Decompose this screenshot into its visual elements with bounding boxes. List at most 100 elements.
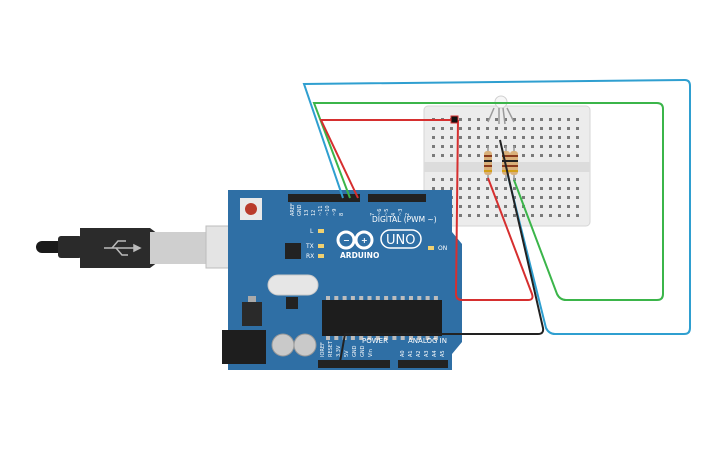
voltage-regulator: [242, 302, 262, 326]
breadboard-hole: [459, 187, 462, 190]
breadboard-hole: [567, 154, 570, 157]
chip-pin: [433, 336, 438, 340]
wire-black[interactable]: [339, 139, 545, 363]
chip-pin: [367, 336, 372, 340]
breadboard-hole: [459, 214, 462, 217]
chip-pin: [384, 336, 389, 340]
chip-pin: [392, 336, 397, 340]
breadboard-hole: [540, 196, 543, 199]
header-analog[interactable]: [398, 360, 448, 368]
chip-pin: [326, 336, 330, 340]
breadboard-hole: [567, 118, 570, 121]
breadboard-hole: [477, 127, 480, 130]
breadboard-hole: [576, 178, 579, 181]
breadboard-hole: [495, 196, 498, 199]
breadboard-hole: [576, 145, 579, 148]
breadboard-hole: [513, 187, 516, 190]
breadboard-hole: [576, 154, 579, 157]
breadboard-hole: [450, 136, 453, 139]
header-top-left[interactable]: [288, 194, 360, 202]
power-jack[interactable]: [222, 330, 266, 364]
breadboard-hole: [558, 136, 561, 139]
breadboard-hole: [522, 196, 525, 199]
chip-pin: [375, 336, 380, 340]
arduino-logo-icon: [336, 230, 374, 250]
breadboard-hole: [567, 196, 570, 199]
breadboard-hole: [549, 196, 552, 199]
svg-text:+: +: [361, 236, 368, 245]
chip-small: [285, 243, 301, 259]
breadboard-hole: [459, 127, 462, 130]
breadboard-hole: [432, 127, 435, 130]
breadboard-hole: [558, 154, 561, 157]
breadboard-hole: [432, 154, 435, 157]
breadboard-hole: [558, 205, 561, 208]
analog-pin-label: A4: [432, 350, 438, 357]
digital-label: DIGITAL (PWM ~): [372, 215, 437, 224]
resistor-1[interactable]: [484, 146, 492, 180]
wire-blue[interactable]: [302, 78, 691, 335]
breadboard-hole: [441, 178, 444, 181]
resistor-3[interactable]: [510, 146, 518, 180]
header-pin-label: 2: [405, 213, 411, 216]
wire-red-1[interactable]: [319, 119, 452, 199]
breadboard-hole: [576, 214, 579, 217]
header-pin-label: 13: [304, 210, 310, 216]
chip-pin: [342, 296, 347, 300]
chip-pin: [367, 296, 372, 300]
breadboard-hole: [531, 136, 534, 139]
breadboard-hole: [441, 187, 444, 190]
breadboard-hole: [540, 178, 543, 181]
header-pin-label: 4: [391, 213, 397, 216]
breadboard-hole: [540, 118, 543, 121]
breadboard-hole: [567, 205, 570, 208]
breadboard-hole: [549, 178, 552, 181]
breadboard-hole: [576, 196, 579, 199]
breadboard-hole: [477, 118, 480, 121]
header-pin-label: 8: [339, 213, 345, 216]
breadboard-hole: [513, 118, 516, 121]
wire-red-2[interactable]: [454, 119, 534, 301]
header-power[interactable]: [318, 360, 390, 368]
breadboard-hole: [567, 178, 570, 181]
capacitor-2: [293, 333, 317, 357]
breadboard-holes: [432, 118, 579, 217]
breadboard-hole: [468, 118, 471, 121]
breadboard-hole: [468, 205, 471, 208]
breadboard-hole: [531, 127, 534, 130]
board-name: ARDUINO: [340, 251, 379, 260]
breadboard-hole: [540, 214, 543, 217]
breadboard-hole: [522, 154, 525, 157]
breadboard-hole: [558, 178, 561, 181]
breadboard-hole: [522, 136, 525, 139]
breadboard-hole: [468, 145, 471, 148]
breadboard-hole: [549, 154, 552, 157]
header-top-right[interactable]: [368, 194, 426, 202]
breadboard-hole: [477, 145, 480, 148]
power-pin-label: 3.3V: [336, 345, 342, 357]
breadboard-hole: [504, 214, 507, 217]
breadboard-hole: [468, 127, 471, 130]
breadboard-hole: [486, 196, 489, 199]
header-pin-label: GND: [297, 204, 303, 216]
breadboard-hole: [441, 127, 444, 130]
breadboard-hole: [531, 214, 534, 217]
power-pin-label: GND: [360, 345, 366, 357]
header-pin-label: ~9: [332, 209, 338, 216]
chip-pin: [392, 296, 397, 300]
header-pin-label: AREF: [290, 203, 296, 216]
breadboard-hole: [459, 205, 462, 208]
board-model: UNO: [386, 233, 415, 248]
wire-endpoint-selected[interactable]: [450, 115, 459, 124]
breadboard-hole: [549, 136, 552, 139]
analog-pin-label: A1: [408, 350, 414, 357]
header-pin-label: ~5: [384, 209, 390, 216]
chip-pin: [417, 336, 422, 340]
wire-green[interactable]: [312, 102, 664, 301]
breadboard-hole: [450, 178, 453, 181]
breadboard-hole: [531, 145, 534, 148]
breadboard-hole: [504, 187, 507, 190]
breadboard-hole: [513, 196, 516, 199]
